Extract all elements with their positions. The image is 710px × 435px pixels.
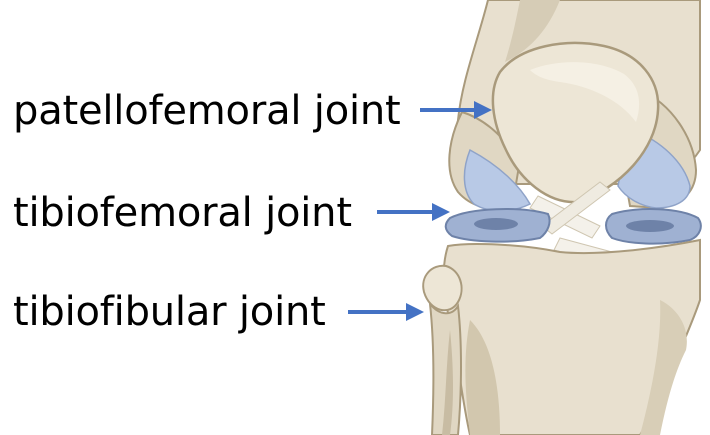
label-tibiofemoral-joint: tibiofemoral joint [13,189,352,237]
arrow-tibiofibular [348,303,424,321]
tibia [444,240,700,435]
arrow-tibiofemoral [377,203,450,221]
label-tibiofibular-joint: tibiofibular joint [13,288,326,336]
label-patellofemoral-joint: patellofemoral joint [13,87,401,135]
fibula [423,266,461,435]
meniscus-medial-core [626,220,674,232]
meniscus-lateral-core [474,218,518,230]
